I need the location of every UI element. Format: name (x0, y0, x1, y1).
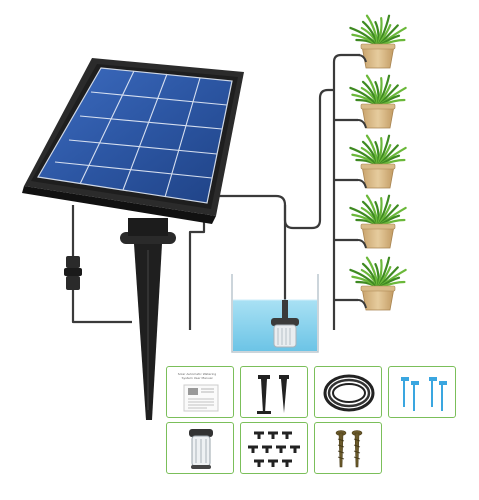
tee-connector (254, 459, 264, 467)
ground-stakes-icon (257, 375, 289, 414)
manual-title: Solar Automatic Watering System User Man… (177, 372, 217, 380)
tee-connector (282, 459, 292, 467)
tee-connector (262, 445, 272, 453)
accessory-pump (166, 422, 234, 474)
drip-stakes-icon (401, 377, 447, 411)
tee-connector (290, 445, 300, 453)
accessory-user-manual: Solar Automatic Watering System User Man… (166, 366, 234, 418)
tee-connector (268, 431, 278, 439)
tee-connectors-icon (248, 431, 300, 467)
ground-stake (120, 218, 176, 420)
accessory-ground-stakes (240, 366, 308, 418)
accessory-drip-stakes (388, 366, 456, 418)
drip-lines (357, 54, 367, 309)
tubing-coil-icon (323, 374, 375, 412)
tee-connector (248, 445, 258, 453)
pump-icon (189, 429, 213, 469)
tee-connector (268, 459, 278, 467)
accessory-tubing (314, 366, 382, 418)
potted-plants (349, 14, 407, 311)
plant-pot (349, 194, 407, 249)
tee-connector (276, 445, 286, 453)
solar-panel (22, 58, 244, 224)
cable-connector (64, 256, 82, 290)
user-manual-icon (183, 384, 219, 412)
accessory-screws (314, 422, 382, 474)
plant-pot (349, 14, 407, 69)
tee-connector (282, 431, 292, 439)
pump (271, 300, 299, 348)
plant-pot (349, 256, 407, 311)
accessory-tee-connectors (240, 422, 308, 474)
plant-pot (349, 74, 407, 129)
plant-pot (349, 134, 407, 189)
tee-connector (254, 431, 264, 439)
screws-icon (335, 430, 363, 468)
